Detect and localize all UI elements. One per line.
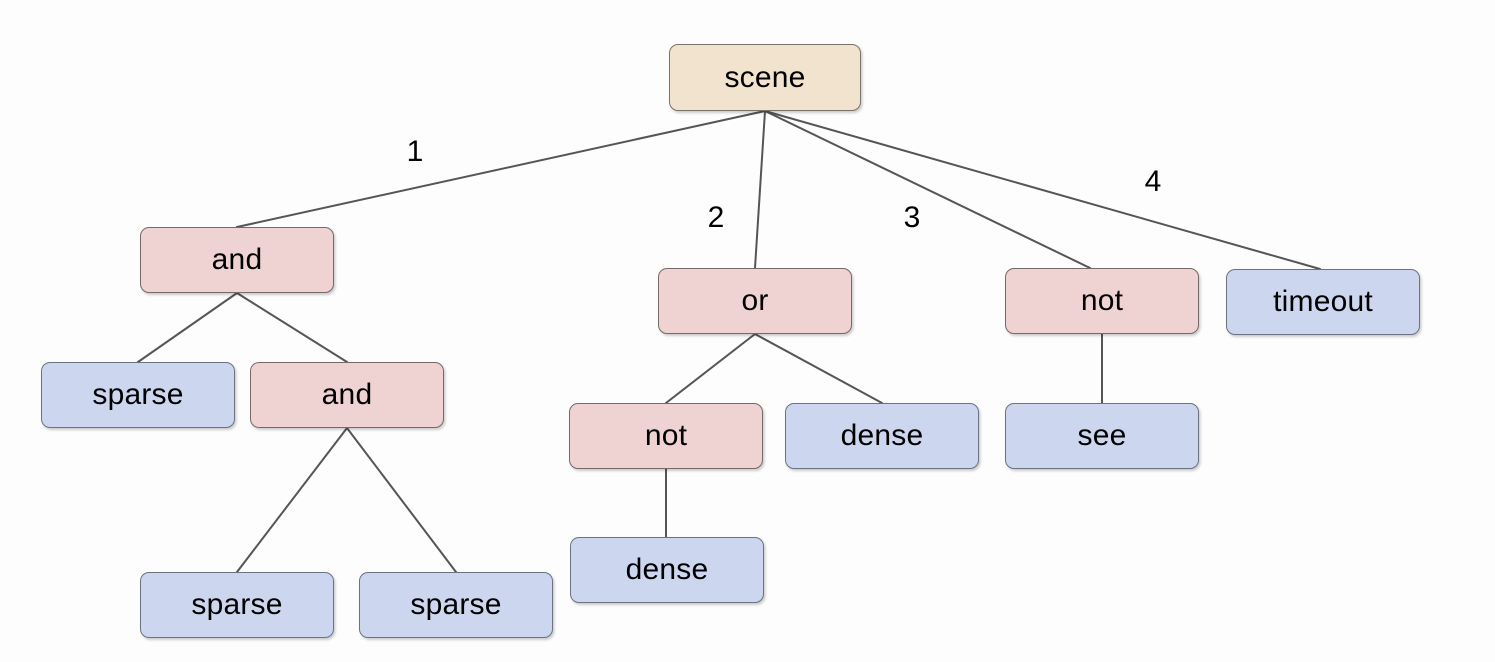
edge-label-1: 1 [406, 135, 424, 168]
tree-node-label: dense [840, 419, 924, 452]
tree-node-timeout1[interactable]: timeout [1226, 269, 1420, 335]
tree-node-label: timeout [1273, 285, 1373, 318]
tree-node-label: scene [724, 60, 806, 94]
tree-node-not1[interactable]: not [1005, 268, 1199, 334]
edge-label-2: 2 [707, 201, 725, 234]
tree-node-label: sparse [191, 588, 283, 621]
tree-node-label: dense [625, 553, 709, 586]
tree-node-label: not [1080, 284, 1124, 317]
tree-edge-and2-to-sparse3 [346, 427, 457, 573]
edge-label-4: 4 [1144, 165, 1162, 198]
tree-node-label: see [1077, 419, 1127, 452]
tree-edge-or1-to-dense1 [754, 333, 883, 404]
tree-node-label: not [644, 419, 688, 452]
tree-node-label: and [211, 243, 263, 276]
tree-edge-and1-to-and2 [236, 292, 348, 363]
tree-node-sparse1[interactable]: sparse [41, 362, 235, 428]
edge-label-3: 3 [903, 201, 921, 234]
tree-edge-or1-to-not2 [665, 333, 756, 404]
tree-node-sparse2[interactable]: sparse [140, 572, 334, 638]
tree-node-dense2[interactable]: dense [570, 537, 764, 603]
tree-node-label: sparse [410, 588, 502, 621]
tree-node-sparse3[interactable]: sparse [359, 572, 553, 638]
tree-node-see1[interactable]: see [1005, 403, 1199, 469]
tree-edge-scene-to-timeout1 [764, 110, 1321, 270]
tree-node-not2[interactable]: not [569, 403, 763, 469]
tree-node-and2[interactable]: and [250, 362, 444, 428]
tree-edge-and2-to-sparse2 [236, 427, 348, 573]
tree-edge-scene-to-or1 [754, 110, 766, 269]
tree-edge-scene-to-not1 [764, 110, 1091, 269]
tree-node-dense1[interactable]: dense [785, 403, 979, 469]
tree-node-label: and [321, 378, 373, 411]
tree-node-and1[interactable]: and [140, 227, 334, 293]
tree-node-scene[interactable]: scene [669, 44, 861, 111]
tree-edge-scene-to-and1 [236, 110, 766, 228]
tree-edge-and1-to-sparse1 [137, 292, 238, 363]
tree-node-or1[interactable]: or [658, 268, 852, 334]
tree-node-label: sparse [92, 378, 184, 411]
tree-node-label: or [741, 284, 769, 317]
